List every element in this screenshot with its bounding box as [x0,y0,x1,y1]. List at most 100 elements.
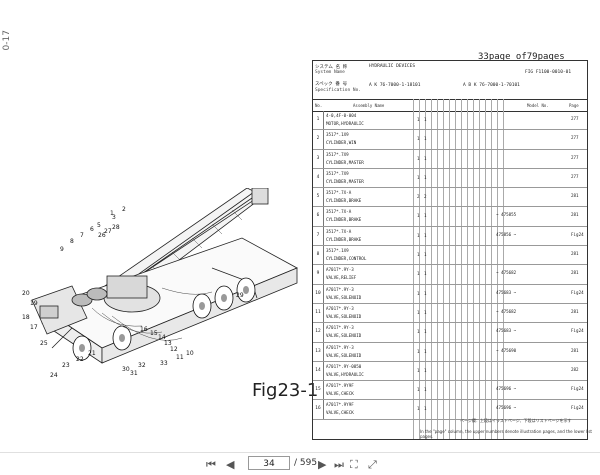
page-number-input[interactable]: 34 [248,456,290,470]
page-ref: Fig24 [571,386,584,392]
callout-number: 25 [40,340,48,347]
callout-number: 1 [110,210,114,217]
page-ref: Fig24 [571,405,584,411]
part-number: A7017*.9Y-3 [326,286,354,292]
quantity: 1 1 [417,387,428,393]
row-number: 11 [313,303,324,323]
callout-number: 17 [30,324,38,331]
assembly-name: VALVE,CHECK [326,410,354,416]
viewer-toolbar: ⏮ ◀ 34 / 595 ▶ ⏭ ⛶ ⤢ [0,452,600,475]
page-ref: Fig24 [571,289,584,295]
parts-list-sheet: システム 名 称 System Name HYDRAULIC DEVICES F… [312,60,588,440]
system-label: システム 名 称 [315,65,348,70]
callout-number: 31 [130,370,138,377]
model-serial: 475856 ~ [496,231,517,237]
callout-number: 14 [158,334,166,341]
callout-number: 2 [122,206,126,213]
assembly-name: CYLINDER,CONTROL [326,256,367,262]
row-number: 13 [313,342,324,361]
row-number: 4 [313,168,324,188]
callout-number: 19 [30,300,38,307]
part-number: 3517*.1X9 [326,132,349,138]
quantity: 1 1 [417,174,428,180]
quantity: 1 1 [417,271,428,277]
callout-number: 33 [160,360,168,367]
quantity: 1 1 [417,232,428,238]
part-number: 4-0,4F-0-004 [326,113,357,118]
part-number: 3517*.7X9 [326,170,349,176]
figure-code: FIG F1100-0010-01 [525,70,572,75]
callout-number: 30 [122,366,130,373]
callout-number: 12 [170,346,178,353]
assembly-name: CYLINDER,BRAKE [326,236,362,242]
assembly-name: VALVE,RELIEF [326,275,357,281]
model-serial: ~ 475682 [496,308,517,314]
page-ref: Fig24 [571,328,584,334]
page-ref: 277 [571,135,579,141]
assembly-name: VALVE,CHECK [326,391,354,397]
callout-number: 15 [150,330,158,337]
last-page-icon[interactable]: ⏭ [334,458,344,471]
callout-number: 29 [236,292,244,299]
assembly-name: CYLINDER,WIN [326,140,357,146]
system-en: System Name [315,70,345,75]
quantity: 1 1 [417,117,428,122]
prev-page-icon[interactable]: ◀ [226,458,235,471]
model-serial: 475696 ~ [496,386,517,392]
quantity: 2 2 [417,194,428,200]
fit-icon[interactable]: ⛶ [350,458,358,471]
sheet-header: システム 名 称 System Name HYDRAULIC DEVICES F… [313,61,587,100]
model-serial: ~ 475690 [496,347,517,353]
quantity: 1 1 [417,136,428,142]
callout-number: 6 [90,226,94,233]
assembly-name: VALVE,SOLENOID [326,333,362,339]
first-page-icon[interactable]: ⏮ [206,458,216,471]
page-ref: 281 [571,212,579,218]
footer-note-en: In the "page" column, the upper numbers … [420,429,592,439]
assembly-name: CYLINDER,BRAKE [326,198,362,204]
fullscreen-icon[interactable]: ⤢ [368,458,377,471]
row-number: 15 [313,381,324,400]
total-pages: / 595 [294,458,318,468]
row-number: 14 [313,361,324,381]
callout-number: 3 [112,214,116,221]
row-number: 7 [313,226,324,246]
quantity: 1 1 [417,406,428,412]
crane-illustration [31,188,298,364]
callout-number: 16 [140,326,148,333]
assembly-name: VALVE,HYDRAULIC [326,371,364,377]
callout-number: 28 [112,224,120,231]
part-number: A7017*.9Y-3 [326,305,354,311]
callout-number: 8 [70,238,74,245]
row-number: 1 [313,111,324,130]
quantity-grid [413,99,504,439]
callout-number: 5 [97,222,101,229]
callout-number: 24 [50,372,58,379]
page-ref: 281 [571,308,579,314]
callout-number: 26 [98,232,106,239]
model-serial: ~ 475682 [496,270,517,276]
part-number: A7017*.9Y9F [326,402,354,408]
callout-number: 7 [80,232,84,239]
callout-number: 27 [104,228,112,235]
column-header: No. Assembly Name Model No. Page [313,99,587,112]
col-no: No. [315,103,323,108]
part-number: 3517*.7X9 [326,151,349,157]
callout-number: 22 [76,356,84,363]
quantity: 1 1 [417,329,428,335]
next-page-icon[interactable]: ▶ [318,458,327,471]
assembly-name: VALVE,SOLENOID [326,294,362,300]
col-name: Assembly Name [353,103,385,108]
model-serial: 475696 ~ [496,405,517,411]
